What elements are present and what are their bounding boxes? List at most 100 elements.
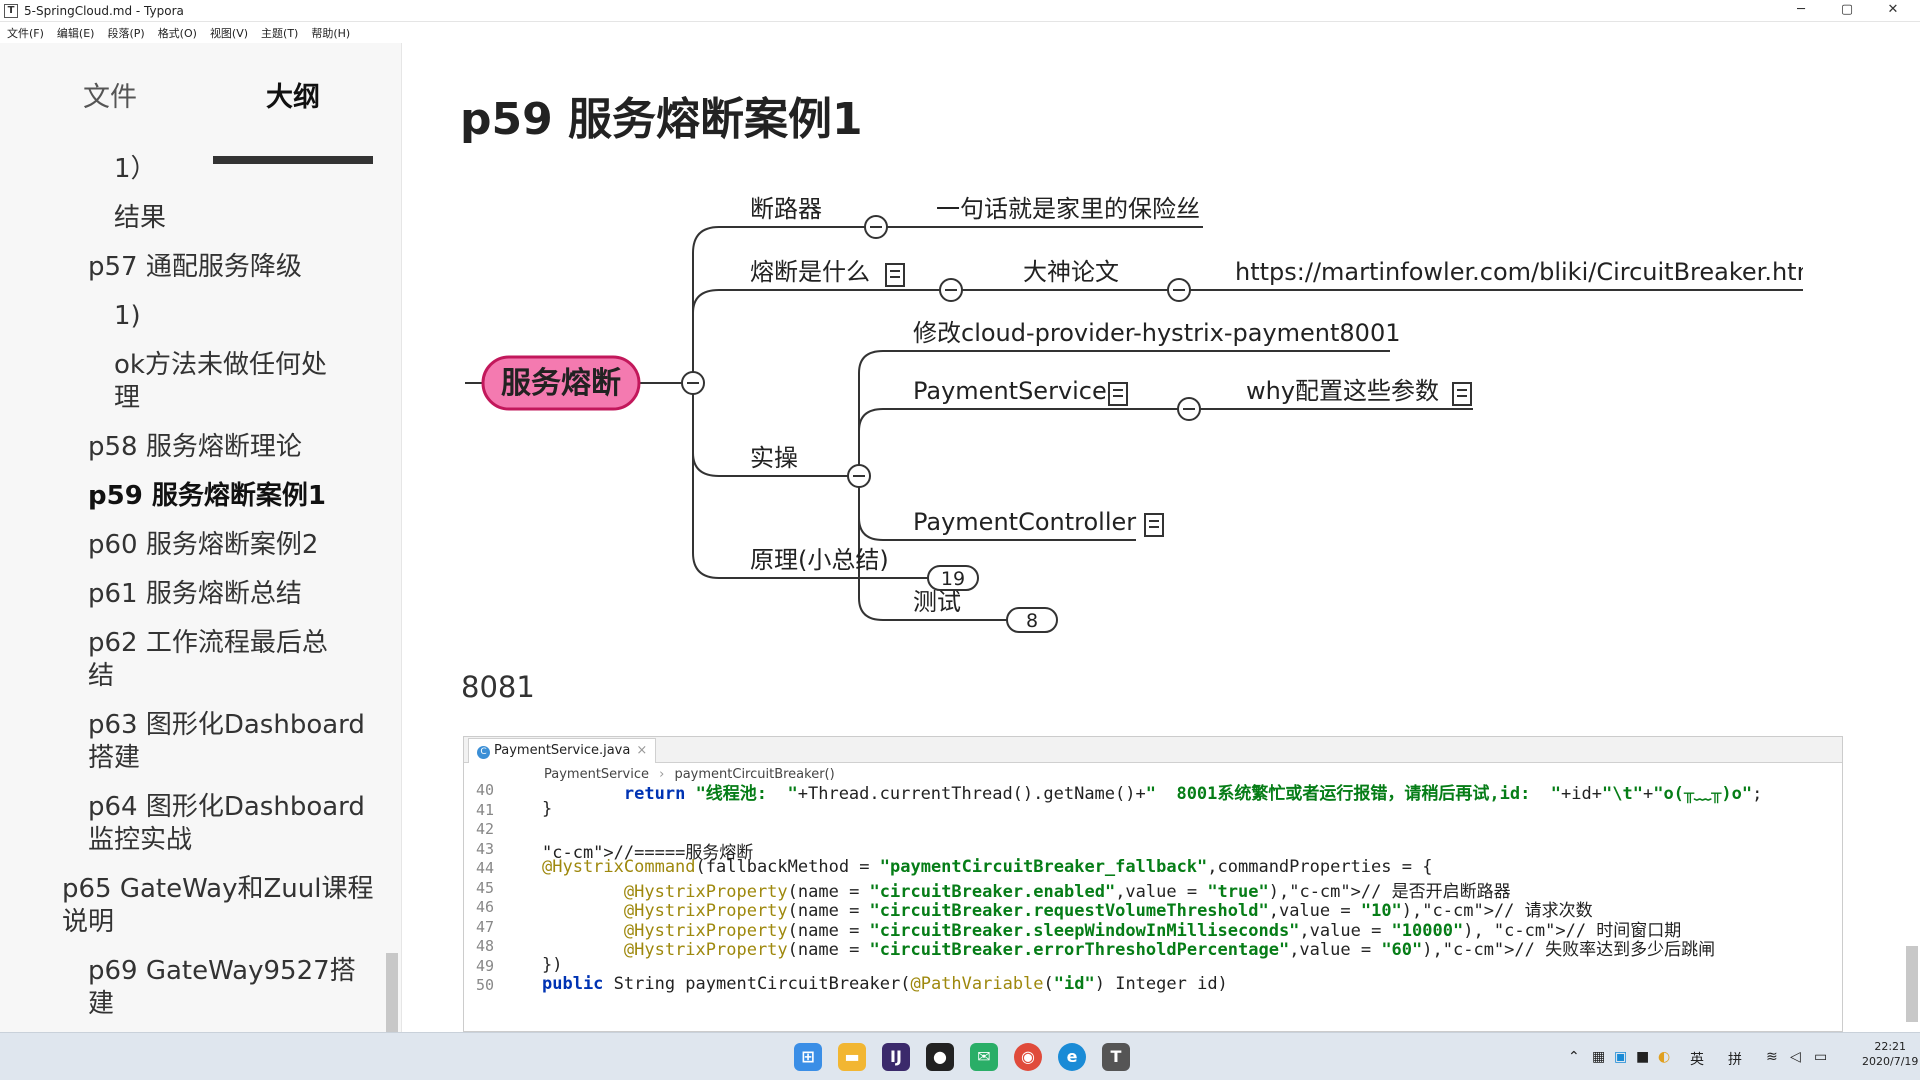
- mindmap-node-breaker-desc[interactable]: 一句话就是家里的保险丝: [936, 195, 1200, 223]
- collapsed-count-badge[interactable]: [927, 565, 979, 591]
- menu-view[interactable]: 视图(V): [209, 27, 249, 40]
- tray-app-icon[interactable]: ▣: [1614, 1049, 1628, 1065]
- battery-icon[interactable]: ▭: [1814, 1049, 1828, 1065]
- tab-active-indicator: [213, 156, 373, 164]
- tray-app-icon[interactable]: ■: [1636, 1049, 1650, 1065]
- clock-time: 22:21: [1874, 1040, 1907, 1053]
- outline-item-cont[interactable]: 建: [88, 989, 115, 1019]
- outline-item-cont[interactable]: 监控实战: [88, 825, 193, 855]
- collapsed-count-badge[interactable]: [1006, 607, 1058, 633]
- clock[interactable]: 22:21 2020/7/19: [1862, 1039, 1918, 1069]
- ide-file-tab[interactable]: C PaymentService.java ×: [468, 738, 657, 763]
- outline-item-cont[interactable]: 理: [114, 383, 141, 413]
- outline-item[interactable]: p58 服务熔断理论: [88, 432, 302, 462]
- code-line[interactable]: @HystrixProperty(name = "circuitBreaker.…: [623, 901, 1593, 921]
- ide-gutter: [464, 789, 524, 1031]
- java-class-icon: C: [477, 746, 490, 759]
- line-number: 41: [475, 800, 494, 819]
- menu-format[interactable]: 格式(O): [157, 27, 197, 40]
- editor-scrollbar[interactable]: [1906, 946, 1918, 1022]
- mindmap-node-url[interactable]: https://martinfowler.com/bliki/CircuitBr…: [1235, 258, 1803, 286]
- menu-file[interactable]: 文件(F): [7, 27, 44, 40]
- code-line[interactable]: }: [542, 798, 553, 819]
- code-line[interactable]: "c-cm">//=====服务熔断: [542, 842, 754, 863]
- window-titlebar: T 5-SpringCloud.md - Typora ─ ▢ ✕: [0, 0, 1920, 22]
- outline-item-cont[interactable]: 说明: [62, 907, 115, 937]
- maximize-button[interactable]: ▢: [1840, 2, 1854, 17]
- outline-item[interactable]: p64 图形化Dashboard: [88, 792, 365, 822]
- outline-item[interactable]: 结果: [114, 203, 167, 233]
- window-title: 5-SpringCloud.md - Typora: [24, 3, 184, 18]
- tray-chevron-icon[interactable]: ⌃: [1568, 1049, 1580, 1065]
- outline-item-active[interactable]: p59 服务熔断案例1: [88, 481, 326, 511]
- outline-item[interactable]: p61 服务熔断总结: [88, 579, 302, 609]
- breadcrumb-method[interactable]: paymentCircuitBreaker(): [674, 767, 835, 782]
- menu-edit[interactable]: 编辑(E): [56, 27, 95, 40]
- start-icon[interactable]: ⊞: [794, 1043, 822, 1071]
- line-number: 44: [475, 859, 494, 877]
- mindmap-node-paymentservice[interactable]: PaymentService: [913, 377, 1107, 405]
- outline-item-cont[interactable]: 搭建: [88, 743, 141, 773]
- typora-taskbar-icon[interactable]: T: [1102, 1043, 1130, 1071]
- tray-app-icon[interactable]: ▦: [1592, 1049, 1606, 1065]
- mindmap: 服务熔断 断路器 一句话就是家里的保险丝 熔断是什么 大神论文 https://…: [465, 195, 1803, 633]
- qq-icon[interactable]: ●: [926, 1043, 954, 1071]
- menu-paragraph[interactable]: 段落(P): [107, 27, 145, 40]
- outline-item[interactable]: p69 GateWay9527搭: [88, 956, 356, 986]
- outline-item[interactable]: 1）: [114, 154, 157, 184]
- tab-file[interactable]: 文件: [83, 82, 137, 113]
- close-button[interactable]: ✕: [1887, 2, 1899, 17]
- wifi-icon[interactable]: ≋: [1766, 1049, 1778, 1065]
- code-line[interactable]: }): [542, 954, 563, 975]
- chrome-icon[interactable]: ◉: [1014, 1043, 1042, 1071]
- line-number: 45: [475, 878, 494, 897]
- mindmap-root-node[interactable]: [481, 355, 641, 411]
- wechat-icon[interactable]: ✉: [970, 1043, 998, 1071]
- mindmap-node-principle[interactable]: 原理(小总结): [750, 546, 889, 574]
- code-line[interactable]: public String paymentCircuitBreaker(@Pat…: [542, 974, 1228, 994]
- edge-icon[interactable]: e: [1058, 1043, 1086, 1071]
- file-explorer-icon[interactable]: ▬: [838, 1043, 866, 1071]
- tray-app-icon[interactable]: ◐: [1658, 1049, 1671, 1065]
- outline-item[interactable]: ok方法未做任何处: [114, 350, 327, 380]
- clock-date: 2020/7/19: [1862, 1055, 1919, 1068]
- outline-item[interactable]: p63 图形化Dashboard: [88, 710, 365, 740]
- page-heading: p59 服务熔断案例1: [460, 94, 863, 145]
- minimize-button[interactable]: ─: [1797, 2, 1805, 17]
- line-number: 49: [475, 956, 494, 975]
- mindmap-node-what[interactable]: 熔断是什么: [750, 258, 870, 286]
- sidebar-scrollbar[interactable]: [386, 953, 398, 1032]
- outline-item-cont[interactable]: 结: [88, 661, 115, 691]
- mindmap-node-breaker[interactable]: 断路器: [750, 195, 822, 223]
- code-line[interactable]: @HystrixProperty(name = "circuitBreaker.…: [623, 940, 1716, 960]
- outline-item[interactable]: p65 GateWay和Zuul课程: [62, 874, 374, 904]
- ide-file-tab-label: PaymentService.java: [494, 743, 631, 758]
- mindmap-node-modify[interactable]: 修改cloud-provider-hystrix-payment8001: [913, 319, 1401, 347]
- mindmap-connectors: [465, 226, 1803, 621]
- tab-outline[interactable]: 大纲: [266, 82, 320, 113]
- minus-icon: [687, 226, 1195, 477]
- outline-item[interactable]: p57 通配服务降级: [88, 252, 302, 282]
- mindmap-node-paymentcontroller[interactable]: PaymentController: [913, 508, 1136, 536]
- mindmap-node-practice[interactable]: 实操: [750, 444, 798, 472]
- outline-item[interactable]: p62 工作流程最后总: [88, 628, 328, 658]
- menu-theme[interactable]: 主题(T): [261, 27, 299, 40]
- line-number: 43: [475, 839, 494, 858]
- ime-mode[interactable]: 拼: [1728, 1052, 1742, 1068]
- ime-lang[interactable]: 英: [1690, 1052, 1704, 1068]
- code-line[interactable]: @HystrixProperty(name = "circuitBreaker.…: [623, 920, 1682, 941]
- outline-item[interactable]: 1): [114, 301, 141, 331]
- tab-close-icon[interactable]: ×: [636, 743, 648, 758]
- outline-item[interactable]: p60 服务熔断案例2: [88, 530, 319, 560]
- code-line[interactable]: @HystrixCommand(fallbackMethod = "paymen…: [542, 857, 1433, 877]
- volume-icon[interactable]: ◁: [1790, 1049, 1801, 1065]
- breadcrumb-class[interactable]: PaymentService: [544, 767, 649, 782]
- mindmap-node-why[interactable]: why配置这些参数: [1246, 377, 1439, 405]
- intellij-icon[interactable]: IJ: [882, 1043, 910, 1071]
- mindmap-node-paper[interactable]: 大神论文: [1023, 258, 1119, 286]
- menu-help[interactable]: 帮助(H): [311, 27, 351, 40]
- code-line[interactable]: return "线程池: "+Thread.currentThread().ge…: [623, 784, 1763, 804]
- mindmap-node-test[interactable]: 测试: [913, 588, 961, 616]
- code-line[interactable]: @HystrixProperty(name = "circuitBreaker.…: [623, 881, 1511, 902]
- note-icon[interactable]: [885, 263, 1472, 537]
